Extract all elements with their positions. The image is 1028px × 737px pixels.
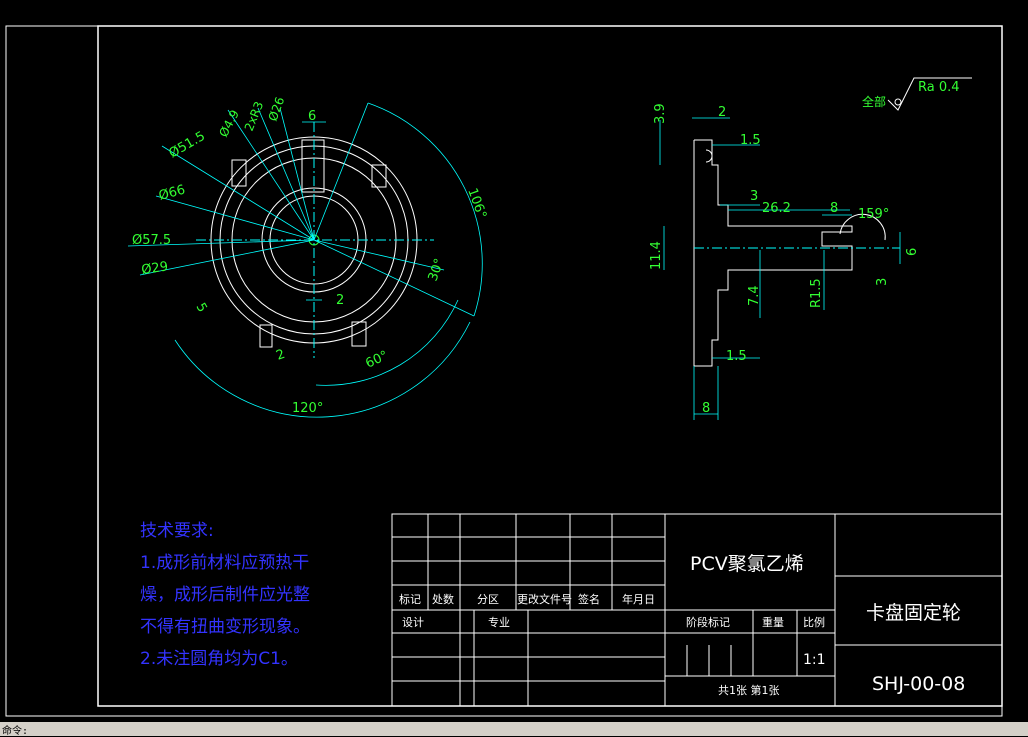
dim-3: 3	[750, 189, 758, 204]
side-view	[693, 139, 900, 367]
dim-d57-5: Ø57.5	[132, 233, 171, 248]
drawing-sheet: 全部 Ra 0.4 Ø26 2x	[5, 25, 1003, 717]
roughness-symbol: 全部 Ra 0.4	[862, 77, 972, 111]
side-view-dimensions	[659, 117, 901, 420]
front-view-dimensions	[127, 102, 483, 418]
dim-1-5-top: 1.5	[740, 133, 761, 148]
tb-material: PCV聚氯乙烯	[690, 553, 804, 575]
dim-26-2: 26.2	[762, 201, 791, 216]
dim-2-slot: 2	[274, 347, 287, 364]
notes-line-1: 1.成形前材料应预热干	[140, 553, 309, 573]
dim-d4-9: Ø4.9	[216, 108, 242, 140]
dim-r1-5: R1.5	[809, 278, 824, 308]
title-block-text: 标记 处数 分区 更改文件号 签名 年月日 设计 专业 PCV聚氯乙烯 阶段标记…	[399, 553, 965, 697]
dim-2xr3: 2xR3	[242, 99, 266, 133]
angle-30: 30°	[426, 257, 448, 284]
dim-2-center: 2	[336, 293, 344, 308]
tb-header-mark: 标记	[399, 592, 421, 606]
tb-drawing-no: SHJ-00-08	[872, 673, 965, 695]
notes-title: 技术要求:	[140, 521, 214, 541]
dim-d29: Ø29	[140, 259, 169, 278]
roughness-prefix: 全部	[862, 94, 886, 109]
dim-2-top: 2	[718, 105, 726, 120]
notes-line-3: 不得有扭曲变形现象。	[140, 617, 310, 637]
tb-header-count: 处数	[432, 593, 454, 606]
technical-requirements: 技术要求: 1.成形前材料应预热干 燥，成形后制件应光整 不得有扭曲变形现象。 …	[140, 521, 310, 669]
tb-weight: 重量	[762, 615, 784, 629]
front-view-labels: Ø26 2xR3 Ø4.9 Ø51.5 Ø66 Ø57.5 Ø29 6 5 2 …	[132, 95, 489, 416]
roughness-value: Ra 0.4	[918, 80, 960, 95]
angle-120: 120°	[292, 401, 323, 416]
command-prompt: 命令:	[2, 726, 29, 737]
dim-d51-5: Ø51.5	[167, 129, 208, 162]
dim-d26: Ø26	[266, 95, 288, 123]
tb-header-change-doc: 更改文件号	[517, 592, 572, 606]
tb-header-date: 年月日	[622, 592, 655, 606]
tb-part-name: 卡盘固定轮	[866, 602, 961, 624]
angle-60: 60°	[363, 348, 390, 371]
dim-3-side: 3	[875, 278, 890, 286]
dim-8-bottom: 8	[702, 401, 710, 416]
tb-scale-label: 比例	[803, 615, 825, 629]
dim-1-5-bottom: 1.5	[726, 349, 747, 364]
dim-6-side: 6	[905, 248, 920, 256]
title-block	[391, 513, 1003, 707]
dim-3-9: 3.9	[653, 103, 668, 124]
tb-stage: 阶段标记	[686, 615, 730, 629]
notes-line-4: 2.未注圆角均为C1。	[140, 649, 298, 669]
tb-scale: 1:1	[803, 652, 826, 668]
tb-header-sign: 签名	[578, 592, 600, 606]
tb-standard: 专业	[488, 615, 510, 629]
tb-sheets: 共1张 第1张	[718, 683, 780, 697]
dim-5: 5	[193, 301, 210, 316]
command-line[interactable]: 命令:	[0, 722, 1028, 737]
side-view-labels: 3.9 2 1.5 3 26.2 8 159° 11.4 7.4 R1.5 6 …	[649, 103, 920, 416]
tb-design: 设计	[402, 616, 424, 629]
tb-header-zone: 分区	[477, 593, 499, 606]
angle-106: 106°	[464, 186, 489, 221]
sheet-border	[5, 25, 1003, 717]
dim-7-4: 7.4	[747, 285, 762, 306]
dim-11-4: 11.4	[649, 241, 664, 270]
dim-d66: Ø66	[157, 182, 187, 203]
dim-8-shaft: 8	[830, 201, 838, 216]
angle-159: 159°	[858, 207, 889, 222]
front-view	[196, 122, 434, 358]
dim-6: 6	[308, 109, 316, 124]
notes-line-2: 燥，成形后制件应光整	[140, 585, 310, 605]
